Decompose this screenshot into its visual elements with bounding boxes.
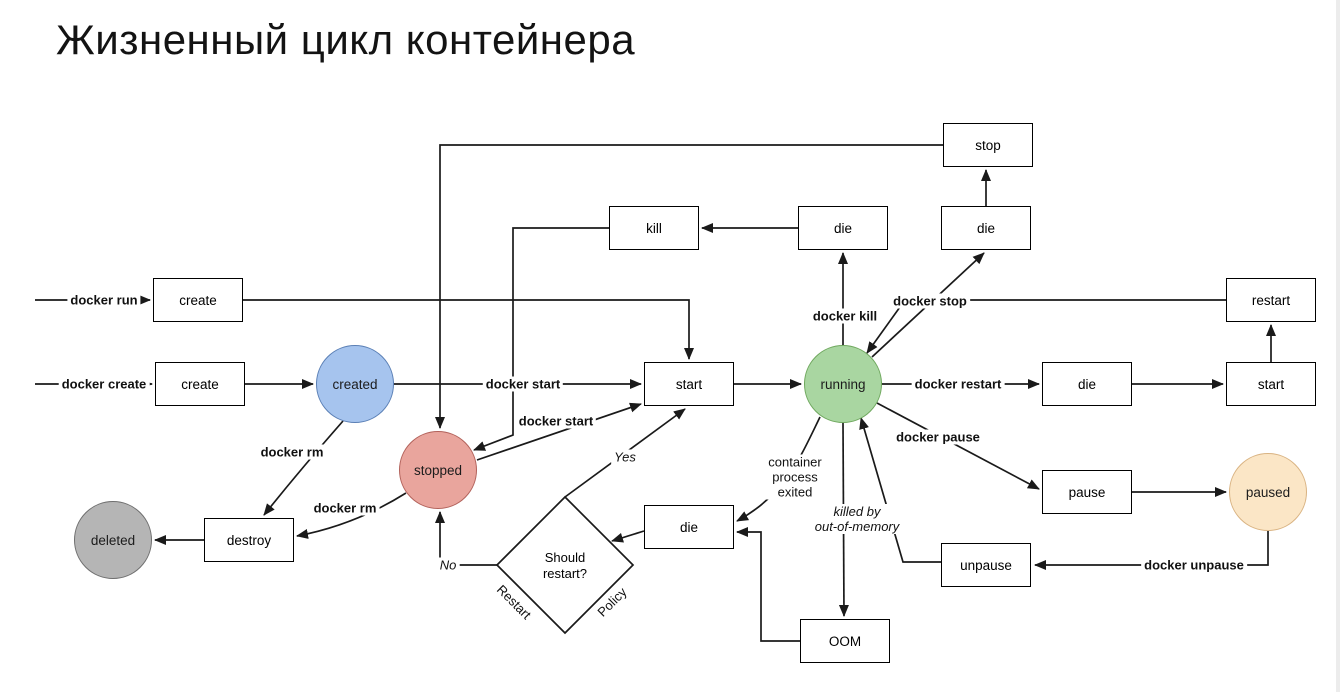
edge-label-process-exited: container process exited — [765, 454, 825, 500]
page-title: Жизненный цикл контейнера — [56, 16, 636, 63]
edge-label-oom-killed-line2: out-of-memory — [814, 519, 900, 534]
node-create-run: create — [153, 278, 243, 322]
node-deleted: deleted — [74, 501, 152, 579]
edge-label-process-exited-line2: process — [772, 469, 818, 485]
node-die-kill: die — [798, 206, 888, 250]
node-die-restart: die — [1042, 362, 1132, 406]
node-created: created — [316, 345, 394, 423]
node-create-create: create — [155, 362, 245, 406]
arrow-die-to-should-restart — [611, 530, 645, 543]
node-destroy: destroy — [204, 518, 294, 562]
edge-label-docker-create: docker create — [58, 376, 150, 392]
edge-label-docker-rm-stopped: docker rm — [310, 500, 380, 516]
edge-label-process-exited-line3: exited — [777, 484, 813, 500]
node-die-exit: die — [644, 505, 734, 549]
arrow-stop-to-stopped — [435, 144, 943, 429]
node-restart: restart — [1226, 278, 1316, 322]
node-die-stop: die — [941, 206, 1031, 250]
arrow-running-to-pause — [876, 402, 1040, 490]
node-paused: paused — [1229, 453, 1307, 531]
arrow-unpause-to-running — [859, 417, 941, 563]
node-should-restart-label: Should restart? — [542, 550, 588, 581]
page-edge-shade — [1336, 0, 1340, 692]
edge-label-yes: Yes — [611, 449, 639, 465]
node-start-main: start — [644, 362, 734, 406]
node-kill: kill — [609, 206, 699, 250]
edge-label-docker-start-stopped: docker start — [515, 413, 597, 429]
edge-label-docker-unpause: docker unpause — [1141, 557, 1247, 573]
arrow-oom-to-die — [736, 527, 800, 642]
node-pause: pause — [1042, 470, 1132, 514]
node-oom: OOM — [800, 619, 890, 663]
edge-label-oom-killed-line1: killed by — [833, 504, 881, 519]
node-stop: stop — [943, 123, 1033, 167]
node-running: running — [804, 345, 882, 423]
arrow-stopped-to-start — [476, 402, 642, 461]
edge-label-docker-start-created: docker start — [482, 376, 564, 392]
edge-label-docker-stop: docker stop — [890, 293, 970, 309]
edge-label-oom-killed: killed by out-of-memory — [811, 504, 903, 534]
edge-label-process-exited-line1: container — [768, 454, 822, 470]
node-unpause: unpause — [941, 543, 1031, 587]
arrow-created-to-destroy — [263, 420, 344, 516]
edge-label-docker-kill: docker kill — [809, 308, 881, 324]
node-stopped: stopped — [399, 431, 477, 509]
edge-label-docker-run: docker run — [67, 292, 141, 308]
node-should-restart-shape — [495, 495, 635, 635]
edge-label-no: No — [436, 557, 460, 573]
arrow-kill-to-stopped — [473, 227, 609, 451]
edge-label-docker-restart: docker restart — [911, 376, 1005, 392]
arrow-stopped-to-destroy — [296, 492, 407, 539]
edge-label-docker-rm-created: docker rm — [257, 444, 327, 460]
node-start-restart: start — [1226, 362, 1316, 406]
edge-label-docker-pause: docker pause — [893, 429, 983, 445]
arrow-paused-to-unpause — [1034, 531, 1269, 570]
arrow-create-to-start — [243, 299, 694, 360]
